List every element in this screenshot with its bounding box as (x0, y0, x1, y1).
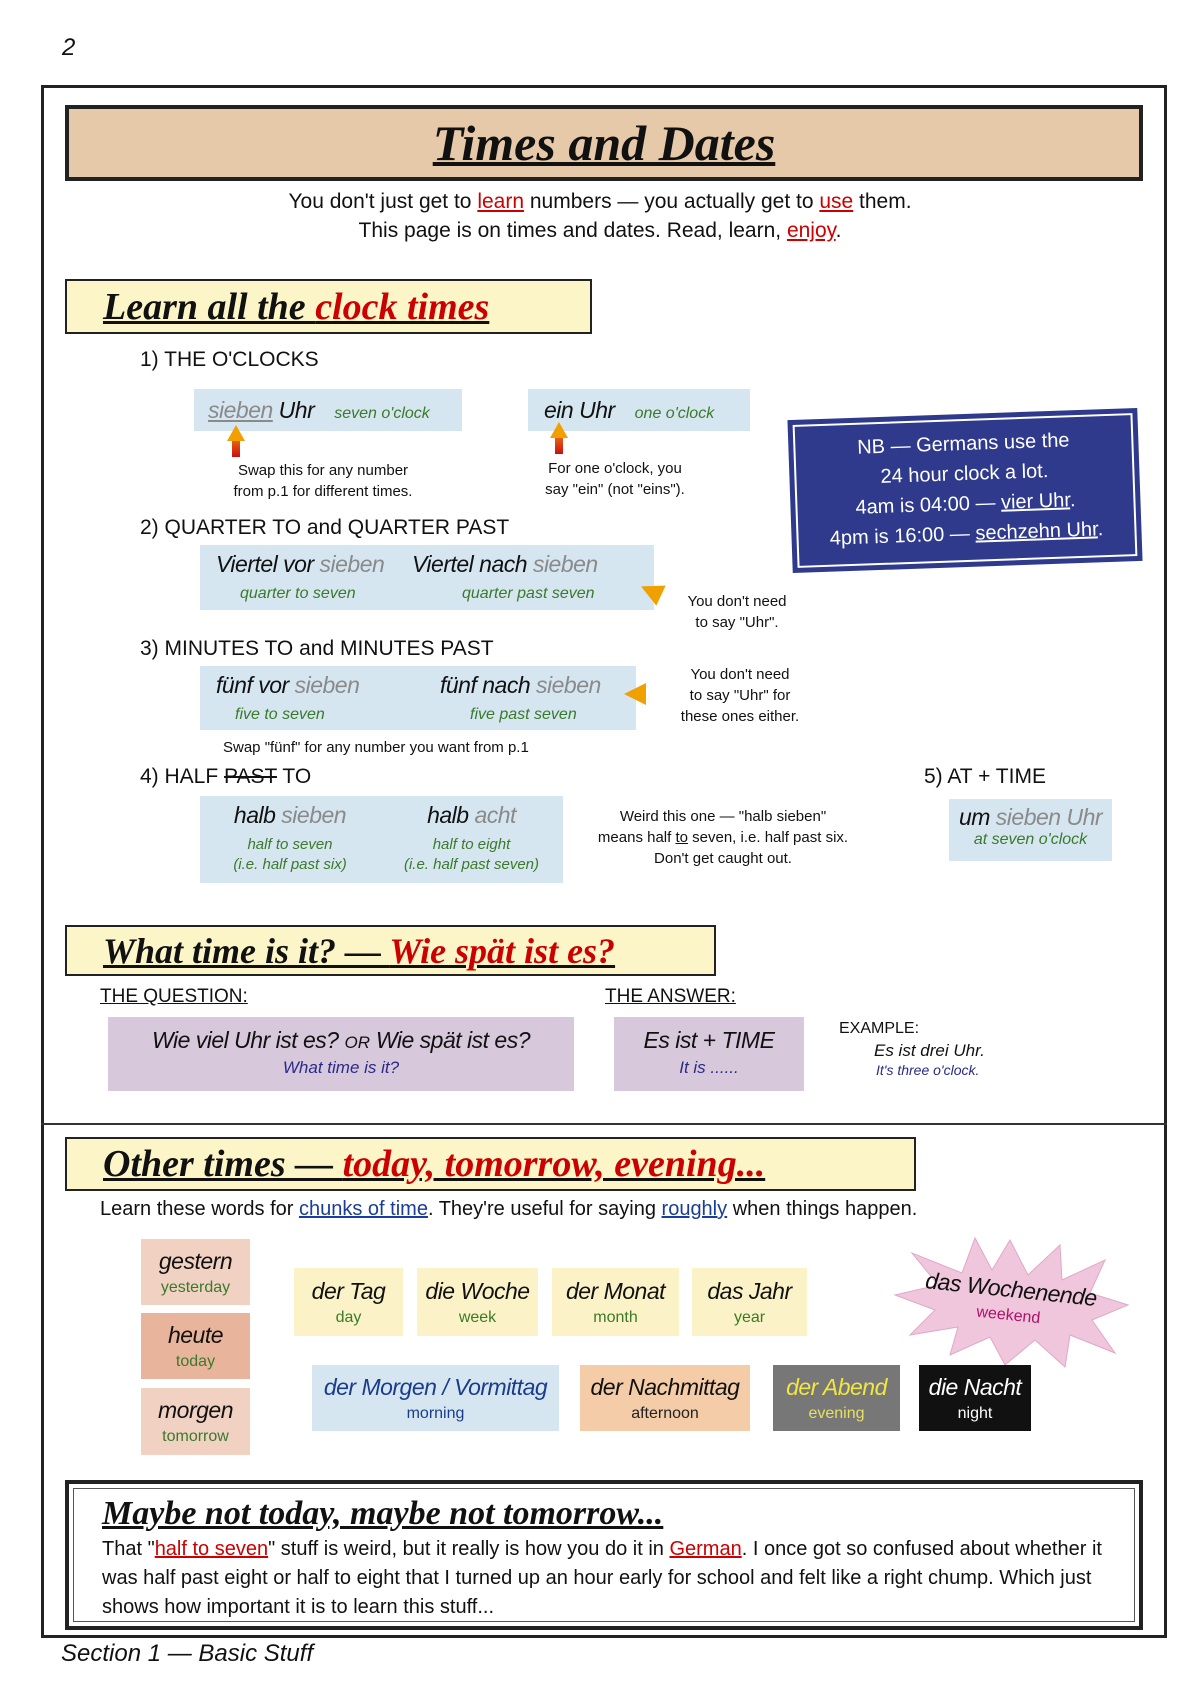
subheading-at-time: 5) AT + TIME (924, 765, 1046, 788)
section-heading-clock-times: Learn all the clock times (65, 279, 592, 334)
left-arrow-icon (624, 683, 646, 705)
example-fuenf: fünf vor sieben five to seven fünf nach … (200, 666, 636, 730)
section-divider (41, 1123, 1167, 1125)
example-en: It's three o'clock. (876, 1062, 980, 1078)
subheading-minutes: 3) MINUTES TO and MINUTES PAST (140, 637, 494, 660)
up-arrow-icon (550, 422, 568, 454)
subheading-oclocks: 1) THE O'CLOCKS (140, 348, 319, 371)
subheading-half: 4) HALF PAST TO (140, 765, 312, 788)
footer-section: Section 1 — Basic Stuff (61, 1640, 314, 1667)
section-heading-other-times: Other times — today, tomorrow, evening..… (65, 1137, 916, 1191)
example-label: EXAMPLE: (839, 1020, 920, 1037)
page-frame (41, 85, 1167, 1638)
subheading-quarter: 2) QUARTER TO and QUARTER PAST (140, 516, 510, 539)
question-label: THE QUESTION: (100, 986, 248, 1007)
example-viertel: Viertel vor sieben quarter to seven Vier… (200, 545, 654, 610)
maybe-paragraph: That "half to seven" stuff is weird, but… (102, 1538, 1102, 1618)
section-heading-what-time: What time is it? — Wie spät ist es? (65, 925, 716, 976)
intro-line-2: This page is on times and dates. Read, l… (358, 219, 842, 242)
maybe-heading: Maybe not today, maybe not tomorrow... (102, 1495, 664, 1532)
page-number: 2 (62, 34, 76, 61)
note-halb-weird: Weird this one — "halb sieben"means half… (597, 808, 849, 867)
maybe-not-today-box: Maybe not today, maybe not tomorrow... T… (65, 1480, 1143, 1630)
question-box: Wie viel Uhr ist es? OR Wie spät ist es?… (108, 1017, 574, 1091)
example-de: Es ist drei Uhr. (874, 1041, 985, 1060)
page-title: Times and Dates (432, 115, 776, 171)
intro-line-1: You don't just get to learn numbers — yo… (288, 190, 912, 213)
answer-label: THE ANSWER: (605, 986, 736, 1007)
note-swap-fuenf: Swap "fünf" for any number you want from… (223, 739, 529, 756)
example-halb: halb sieben half to seven (i.e. half pas… (200, 796, 563, 883)
up-arrow-icon (227, 425, 245, 457)
other-intro: Learn these words for chunks of time. Th… (100, 1198, 918, 1220)
title-banner: Times and Dates (65, 105, 1143, 181)
